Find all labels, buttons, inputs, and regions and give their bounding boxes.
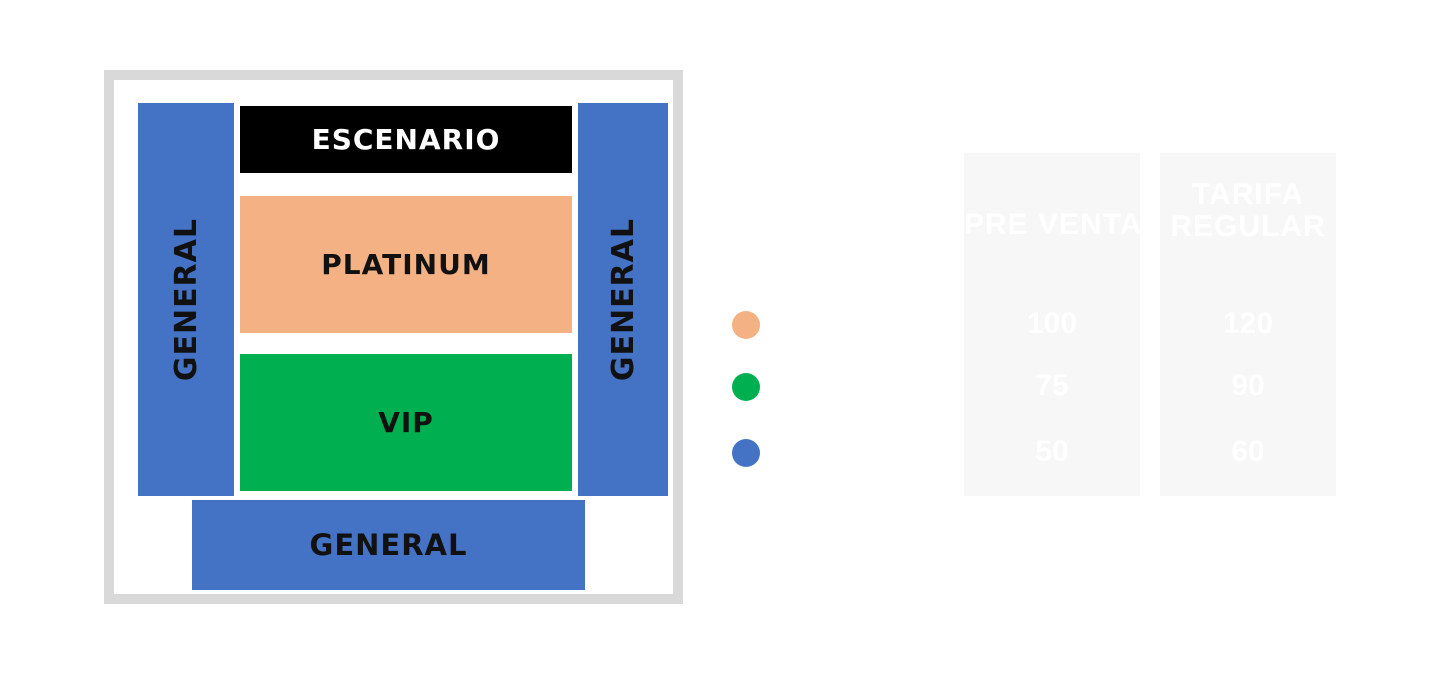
platinum-label: PLATINUM xyxy=(321,248,491,281)
vip-zone[interactable]: VIP xyxy=(240,354,572,491)
regular-title-line1: TARIFA xyxy=(1191,178,1305,211)
regular-price-platinum: 120 xyxy=(1222,307,1274,340)
vip-label: VIP xyxy=(378,406,434,439)
presale-price-vip: 75 xyxy=(1035,369,1069,402)
general-bottom-label: GENERAL xyxy=(309,528,468,562)
vip-legend-dot-icon xyxy=(732,373,760,401)
general-left-label: GENERAL xyxy=(168,217,204,382)
general-legend-dot-icon xyxy=(732,439,760,467)
regular-title-line2: REGULAR xyxy=(1170,210,1326,243)
regular-price-card: TARIFA REGULAR 120 90 60 xyxy=(1160,153,1336,496)
platinum-legend-dot-icon xyxy=(732,311,760,339)
general-left-zone[interactable]: GENERAL xyxy=(138,103,234,496)
venue-map: ESCENARIO PLATINUM VIP GENERAL GENERAL G… xyxy=(104,70,683,604)
general-right-zone[interactable]: GENERAL xyxy=(578,103,668,496)
platinum-zone[interactable]: PLATINUM xyxy=(240,196,572,333)
presale-price-general: 50 xyxy=(1035,435,1069,468)
general-bottom-zone[interactable]: GENERAL xyxy=(192,500,585,590)
presale-price-platinum: 100 xyxy=(1026,307,1078,340)
general-right-label: GENERAL xyxy=(605,217,641,382)
stage-zone: ESCENARIO xyxy=(240,106,572,173)
presale-title: PRE VENTA xyxy=(964,208,1143,241)
regular-price-vip: 90 xyxy=(1231,369,1265,402)
regular-price-general: 60 xyxy=(1231,435,1265,468)
presale-price-card: PRE VENTA 100 75 50 xyxy=(964,153,1143,496)
stage-label: ESCENARIO xyxy=(311,123,501,156)
